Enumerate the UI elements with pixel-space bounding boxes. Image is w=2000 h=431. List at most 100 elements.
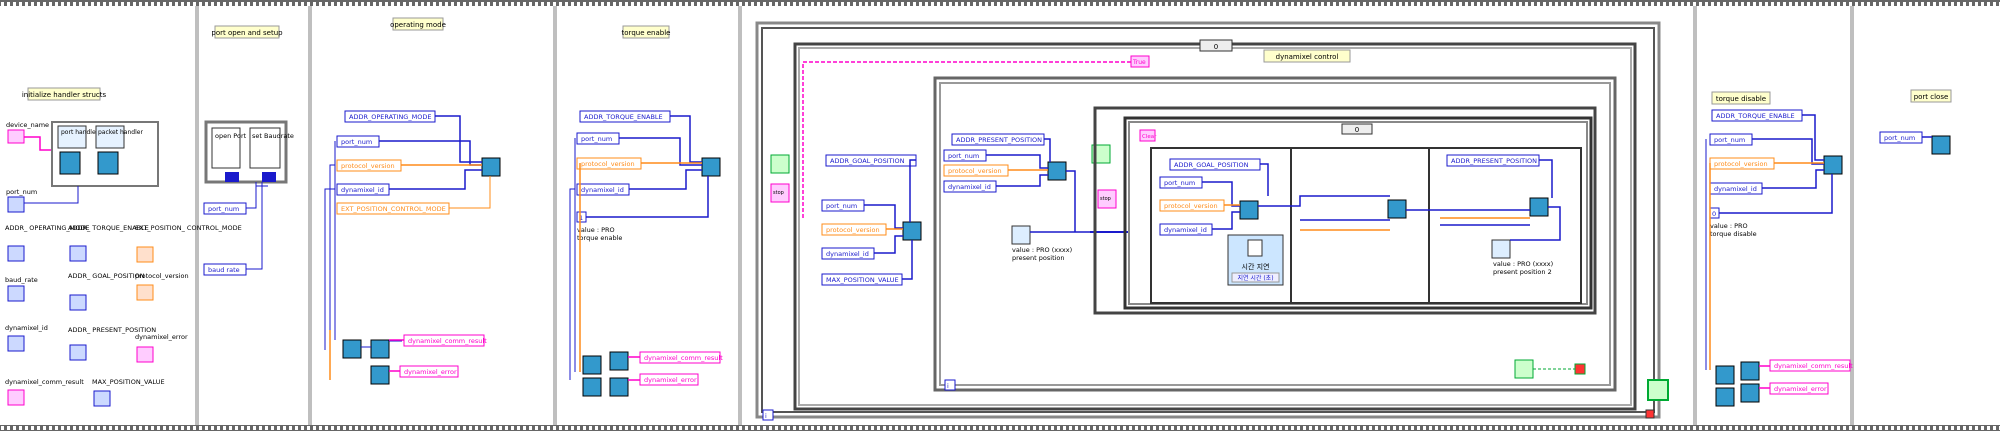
inner-while-loop xyxy=(933,76,1617,392)
svg-text:0: 0 xyxy=(1712,210,1716,218)
stop-condition-icon xyxy=(1574,363,1586,375)
svg-text:set Baudrate: set Baudrate xyxy=(252,132,294,140)
svg-text:지연 시간 (초): 지연 시간 (초) xyxy=(1237,274,1273,282)
port-num-indicator xyxy=(7,196,25,213)
svg-text:i: i xyxy=(765,412,767,420)
present-position-gauge xyxy=(1011,225,1031,245)
svg-text:torque disable: torque disable xyxy=(1710,230,1757,238)
svg-text:ADDR_TORQUE_ENABLE: ADDR_TORQUE_ENABLE xyxy=(1716,112,1795,120)
svg-text:packet handler: packet handler xyxy=(98,129,143,136)
svg-text:operating mode: operating mode xyxy=(390,21,446,29)
frame-separators xyxy=(195,6,1854,425)
svg-text:port_num: port_num xyxy=(1164,179,1195,187)
write-node[interactable] xyxy=(481,157,501,177)
svg-text:torque disable: torque disable xyxy=(1716,95,1766,103)
svg-text:port_num: port_num xyxy=(826,202,857,210)
frame-torque-disable: torque disable ADDR_TORQUE_ENABLE port_n… xyxy=(1705,91,1853,407)
svg-text:port_num: port_num xyxy=(6,188,37,196)
svg-text:torque enable: torque enable xyxy=(622,29,671,37)
device-name-control[interactable] xyxy=(7,129,25,144)
frame-torque-enable: torque enable ADDR_TORQUE_ENABLE port_nu… xyxy=(569,25,723,397)
svg-text:dynamixel_comm_result: dynamixel_comm_result xyxy=(644,354,723,362)
svg-text:dynamixel_comm_result: dynamixel_comm_result xyxy=(5,378,84,386)
packet-handler-icon xyxy=(97,151,119,175)
svg-text:port_num: port_num xyxy=(341,138,372,146)
svg-text:ADDR_PRESENT_POSITION: ADDR_PRESENT_POSITION xyxy=(956,136,1042,144)
frame-operating-mode: operating mode ADDR_OPERATING_MODE port_… xyxy=(324,17,501,385)
comm-result-indicator xyxy=(403,334,485,347)
svg-text:dynamixel_id: dynamixel_id xyxy=(581,186,624,194)
svg-text:port open and setup: port open and setup xyxy=(211,29,283,37)
svg-text:ADDR_ OPERATING_MODE: ADDR_ OPERATING_MODE xyxy=(5,224,90,232)
frame-dynamixel-control: 0 dynamixel control True stop i ADDR_GOA… xyxy=(755,21,1669,421)
svg-text:i: i xyxy=(947,382,949,390)
svg-text:0: 0 xyxy=(1214,43,1218,51)
svg-text:ADDR_TORQUE_ENABLE: ADDR_TORQUE_ENABLE xyxy=(584,113,663,121)
svg-text:ADDR_ PRESENT_POSITION: ADDR_ PRESENT_POSITION xyxy=(68,326,156,334)
svg-text:baud rate: baud rate xyxy=(208,266,240,274)
svg-text:baud_rate: baud_rate xyxy=(5,276,38,284)
svg-text:ADDR_OPERATING_MODE: ADDR_OPERATING_MODE xyxy=(349,113,431,121)
svg-text:dynamixel_comm_result: dynamixel_comm_result xyxy=(1774,362,1853,370)
svg-text:Clear: Clear xyxy=(1142,134,1157,140)
loop-node-left xyxy=(770,154,790,174)
inner-frame-2 xyxy=(1290,147,1430,304)
frame-title: initialize handler structs xyxy=(22,91,107,99)
frame-port-close: port close port_num xyxy=(1879,89,1952,155)
svg-text:dynamixel_error: dynamixel_error xyxy=(1774,385,1827,393)
packet-handler-node[interactable] xyxy=(95,125,125,149)
set-baudrate-node[interactable] xyxy=(249,127,281,169)
svg-text:MAX_POSITION_VALUE: MAX_POSITION_VALUE xyxy=(92,378,165,386)
svg-text:value : PRO (xxxx): value : PRO (xxxx) xyxy=(1012,246,1072,254)
open-port-node[interactable] xyxy=(211,127,241,169)
svg-text:port_num: port_num xyxy=(581,135,612,143)
frame-init: initialize handler structs device_name p… xyxy=(5,87,242,407)
svg-text:ADDR_ GOAL_POSITION: ADDR_ GOAL_POSITION xyxy=(68,272,145,280)
svg-text:0: 0 xyxy=(1355,126,1359,134)
svg-text:dynamixel_comm_result: dynamixel_comm_result xyxy=(408,337,487,345)
svg-text:value : PRO: value : PRO xyxy=(1710,222,1748,230)
flat-sequence-inner xyxy=(1093,106,1597,315)
svg-text:open Port: open Port xyxy=(215,132,247,140)
svg-text:EXT_POSITION_CONTROL_MODE: EXT_POSITION_CONTROL_MODE xyxy=(341,205,446,213)
svg-text:dynamixel_id: dynamixel_id xyxy=(826,250,869,258)
svg-text:protocol_version: protocol_version xyxy=(948,167,1002,175)
frame-port-open: port open and setup open Port set Baudra… xyxy=(203,25,294,276)
svg-text:MAX_POSITION_VALUE: MAX_POSITION_VALUE xyxy=(826,276,899,284)
svg-text:1: 1 xyxy=(579,214,583,222)
svg-text:protocol_version: protocol_version xyxy=(826,226,880,234)
svg-text:present position: present position xyxy=(1012,254,1065,262)
svg-text:ADDR_GOAL_POSITION: ADDR_GOAL_POSITION xyxy=(1174,161,1249,169)
svg-text:dynamixel_id: dynamixel_id xyxy=(5,324,48,332)
svg-text:present position 2: present position 2 xyxy=(1493,268,1552,276)
frame-label xyxy=(27,87,101,101)
svg-text:ADDR_GOAL_POSITION: ADDR_GOAL_POSITION xyxy=(830,157,905,165)
svg-text:dynamixel_id: dynamixel_id xyxy=(341,186,384,194)
svg-text:dynamixel_error: dynamixel_error xyxy=(404,368,457,376)
svg-text:protocol_version: protocol_version xyxy=(1714,160,1768,168)
clear-constant xyxy=(1139,129,1156,142)
svg-text:stop: stop xyxy=(1100,196,1111,202)
svg-text:value : PRO: value : PRO xyxy=(577,226,615,234)
port-handler-node[interactable] xyxy=(57,125,87,149)
svg-text:port_num: port_num xyxy=(1714,136,1745,144)
svg-text:ADDR_PRESENT_POSITION: ADDR_PRESENT_POSITION xyxy=(1451,157,1537,165)
svg-text:port_num: port_num xyxy=(1884,134,1915,142)
error-indicator xyxy=(399,365,459,378)
close-port-node[interactable] xyxy=(1931,135,1951,155)
svg-text:dynamixel_error: dynamixel_error xyxy=(135,333,188,341)
iteration-terminal xyxy=(762,409,774,421)
svg-text:dynamixel_id: dynamixel_id xyxy=(948,183,991,191)
svg-text:protocol_version: protocol_version xyxy=(1164,202,1218,210)
svg-text:dynamixel_id: dynamixel_id xyxy=(1164,226,1207,234)
svg-text:port_num: port_num xyxy=(948,152,979,160)
svg-text:protocol_version: protocol_version xyxy=(341,162,395,170)
svg-text:시간 지연: 시간 지연 xyxy=(1242,262,1270,271)
svg-text:ADDR_ TORQUE_ENABLE: ADDR_ TORQUE_ENABLE xyxy=(68,224,149,232)
port-handler-icon xyxy=(59,151,81,175)
svg-text:torque enable: torque enable xyxy=(577,234,622,242)
case-selector[interactable] xyxy=(1199,39,1233,52)
svg-text:protocol_version: protocol_version xyxy=(581,160,635,168)
svg-text:dynamixel_id: dynamixel_id xyxy=(1714,185,1757,193)
